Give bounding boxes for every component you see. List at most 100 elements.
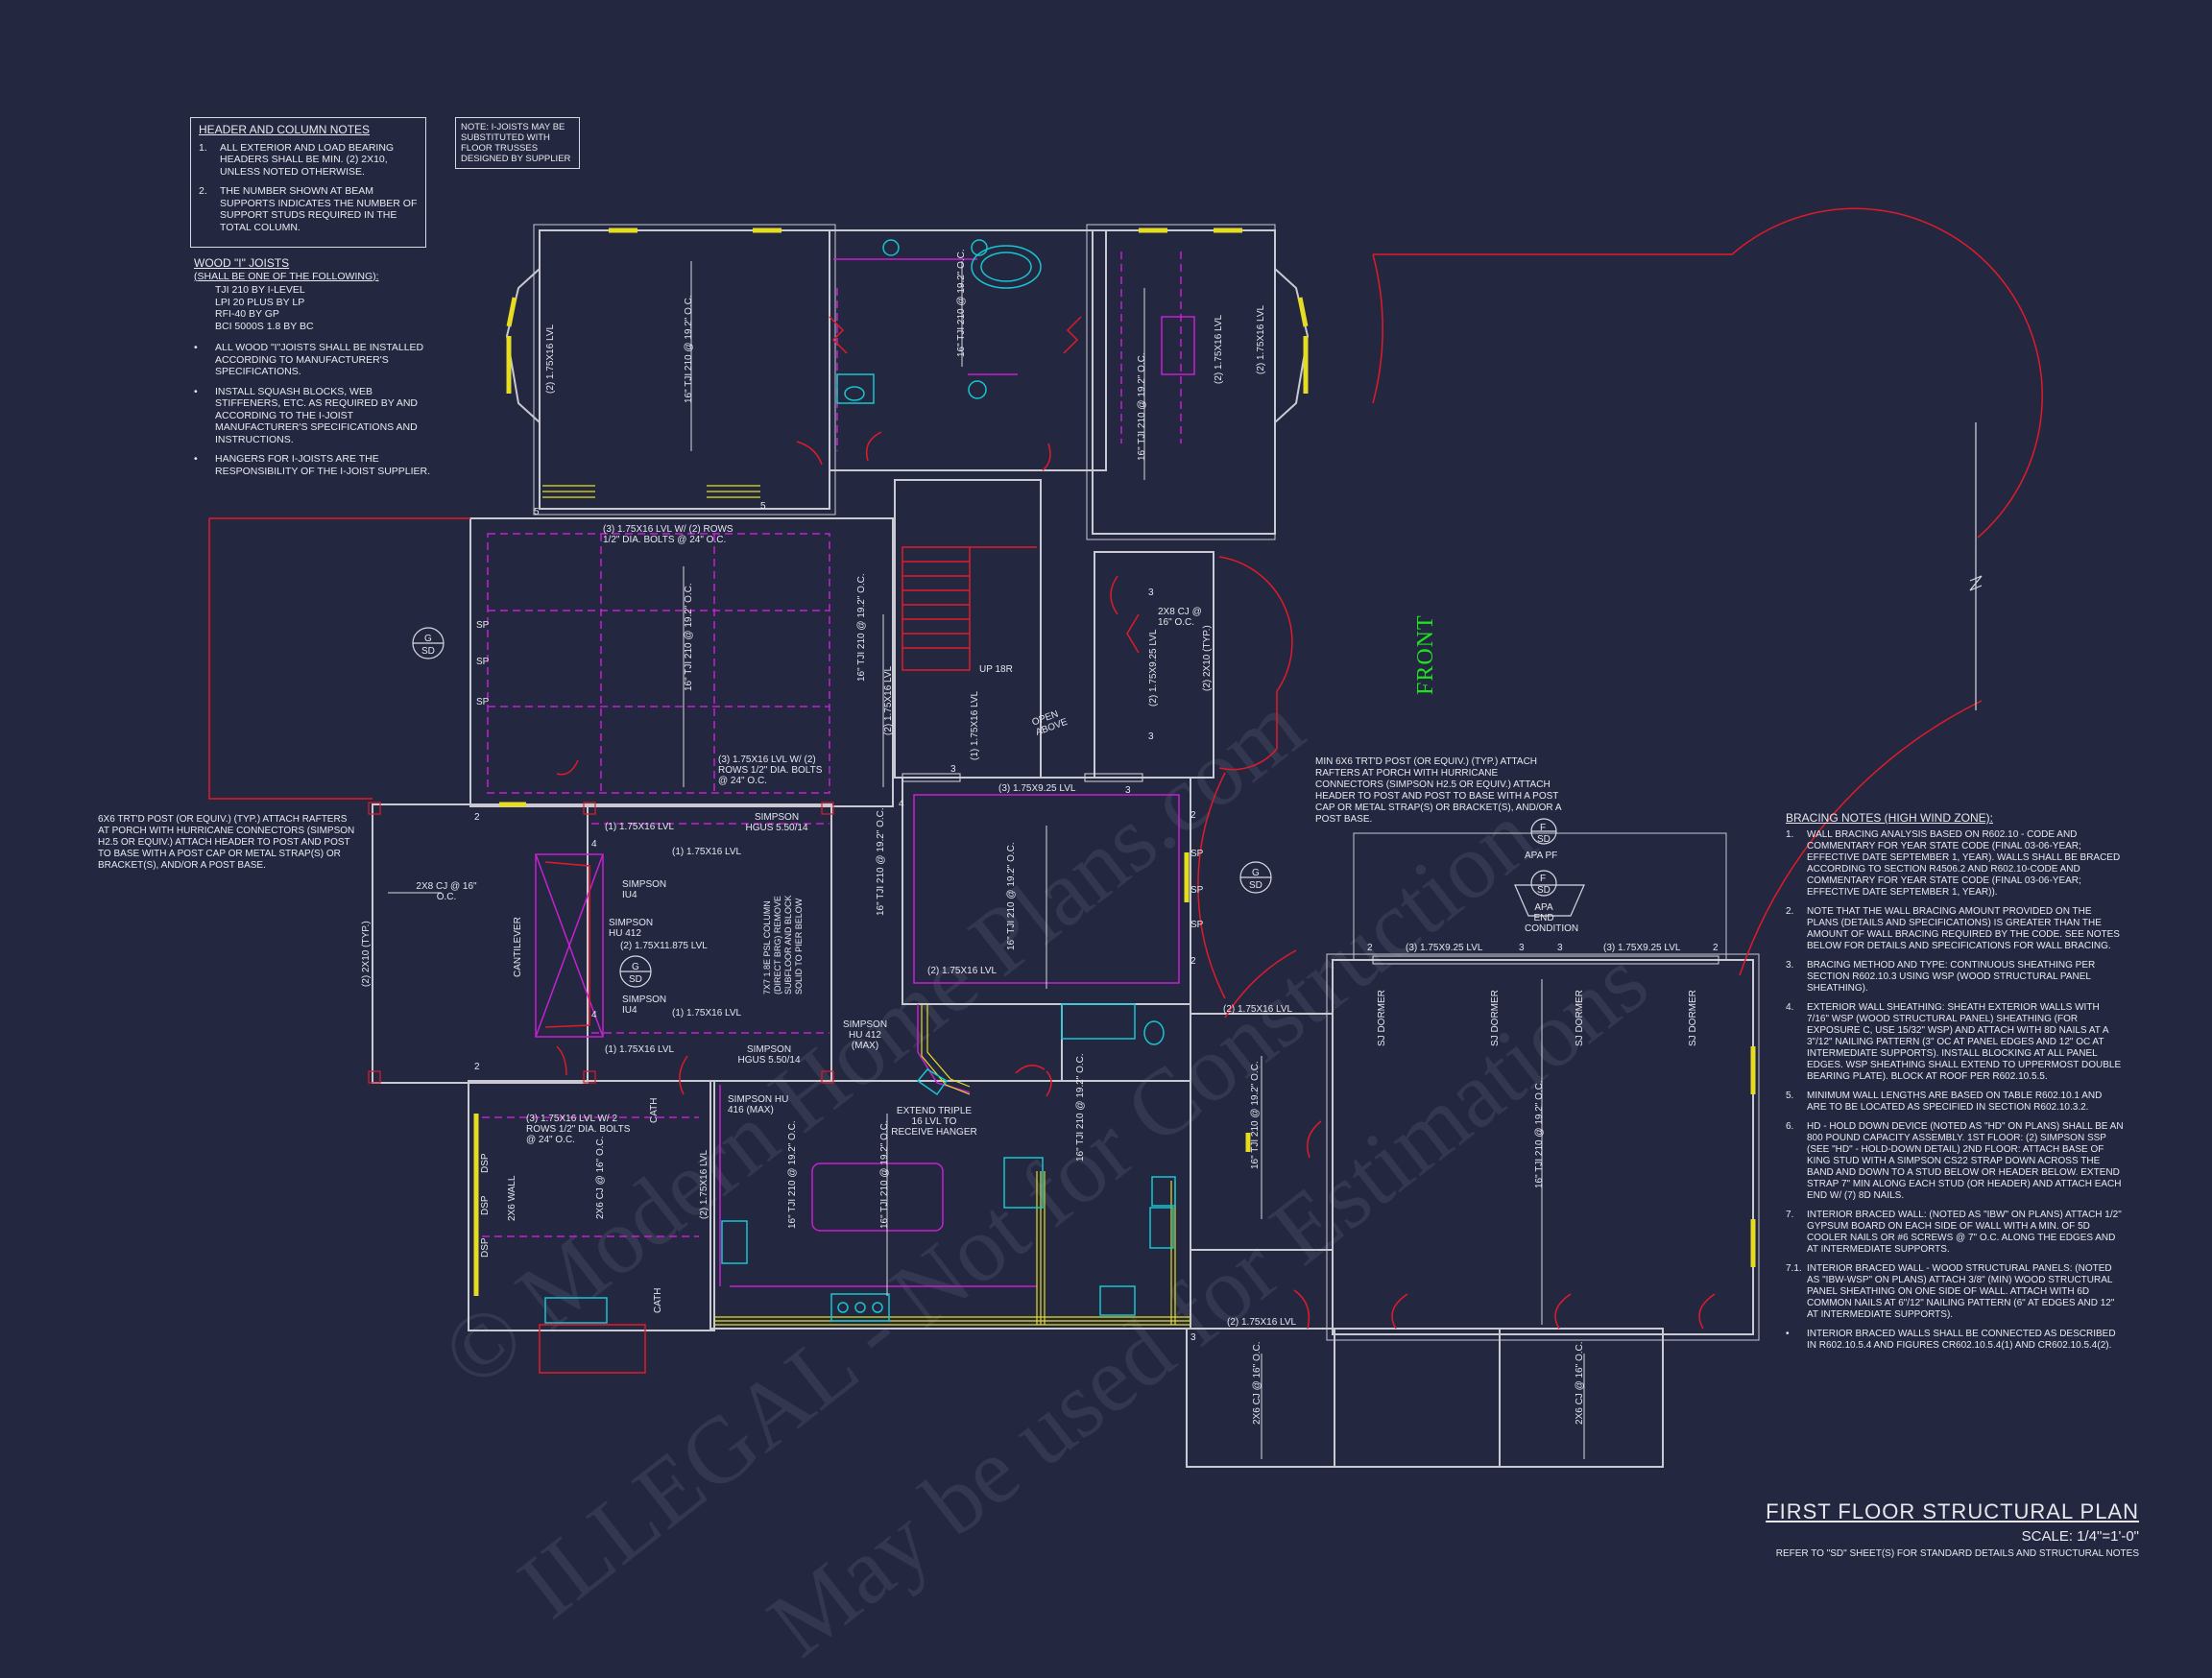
label-post-2x10: (2) 2x10 (TYP.) xyxy=(361,921,372,987)
label-sj-dormer-2: SJ DORMER xyxy=(1490,990,1501,1046)
stud-count-11: 3 xyxy=(1148,731,1154,742)
label-cj-porch: 2x8 CJ @ 16" O.C. xyxy=(416,881,477,902)
wood-joists-subtitle: (SHALL BE ONE OF THE FOLLOWING): xyxy=(194,270,379,282)
label-lvl1-stair: (1) 1.75x16 LVL xyxy=(970,690,980,760)
label-sp-6: SP xyxy=(1190,920,1204,930)
bubble-sd-bottom: SD xyxy=(1537,885,1551,896)
bracing-note-4: 4.EXTERIOR WALL SHEATHING: SHEATH EXTERI… xyxy=(1786,1002,2122,1082)
wood-joists-list: TJI 210 BY I-LEVEL LPI 20 PLUS BY LP RFI… xyxy=(215,284,314,332)
label-tji-great-room: 16" TJI 210 @ 19.2" O.C. xyxy=(684,583,694,691)
plan-reference: REFER TO "SD" SHEET(S) FOR STANDARD DETA… xyxy=(1775,1548,2139,1559)
label-lvl2-bedroom: (2) 1.75x16 LVL xyxy=(545,324,556,394)
label-cj-right-garage: 2x6 CJ @ 16" O.C. xyxy=(1575,1341,1585,1425)
stud-count-2: 2 xyxy=(474,1062,480,1072)
label-lvl2-925: (2) 1.75x9.25 LVL xyxy=(1148,629,1159,707)
label-sp-4: SP xyxy=(1190,849,1204,859)
label-tji-bedroom: 16" TJI 210 @ 19.2" O.C. xyxy=(684,295,694,403)
label-tji-mud: 16" TJI 210 @ 19.2" O.C. xyxy=(1075,1053,1086,1162)
stud-count-16: 3 xyxy=(1190,1332,1196,1343)
wood-joists-bullet-2: •INSTALL SQUASH BLOCKS, WEB STIFFENERS, … xyxy=(194,385,419,445)
label-lvl1-porch-bottom: (1) 1.75x16 LVL xyxy=(605,1044,675,1055)
label-tji-entry: 16" TJI 210 @ 19.2" O.C. xyxy=(1250,1061,1261,1169)
label-up-18r: UP 18R xyxy=(979,664,1013,675)
header-note-1: 1.ALL EXTERIOR AND LOAD BEARING HEADERS … xyxy=(199,141,395,178)
bracing-note-6: 6.HD - HOLD DOWN DEVICE (NOTED AS "HD" O… xyxy=(1786,1121,2124,1201)
label-cantilever: CANTILEVER xyxy=(513,917,523,977)
stud-count-10: 3 xyxy=(1148,587,1154,598)
stud-count-7: 3 xyxy=(1125,785,1131,796)
bubble-f-top: F xyxy=(1540,823,1547,833)
label-simpson-iu4-top: SIMPSON IU4 xyxy=(622,879,667,900)
porch-note-right: MIN 6x6 TRT'D POST (OR EQUIV.) (TYP.) AT… xyxy=(1315,756,1561,825)
label-sp-2: SP xyxy=(476,657,490,667)
label-cj-rear: 2x6 CJ @ 16" O.C. xyxy=(595,1136,606,1219)
stud-count-18: 4 xyxy=(591,1010,597,1020)
stud-count-5: 4 xyxy=(899,799,904,809)
bracing-note-7: 7.INTERIOR BRACED WALL: (NOTED AS "IBW" … xyxy=(1786,1210,2122,1255)
wall-bedroom-upper-right xyxy=(1092,229,1276,535)
ijoist-note: NOTE: I-JOISTS MAY BE SUBSTITUTED WITH F… xyxy=(455,117,580,169)
bracing-notes: BRACING NOTES (HIGH WIND ZONE): 1.WALL B… xyxy=(1786,812,2124,1359)
front-label: FRONT xyxy=(1413,614,1438,695)
bubble-f-bottom: F xyxy=(1540,874,1547,884)
label-apa-end: APA END CONDITION xyxy=(1525,902,1579,934)
label-extend-lvl: EXTEND TRIPLE 16 LVL TO RECEIVE HANGER xyxy=(891,1106,977,1138)
stud-count-6: 3 xyxy=(950,764,956,775)
bubble-g-center: G xyxy=(632,962,639,972)
stud-count-13: 3 xyxy=(1519,943,1525,953)
bubble-sd-top: SD xyxy=(1537,834,1551,845)
stud-count-1: 2 xyxy=(474,812,480,823)
label-simpson-hu412-max: SIMPSON HU 412 (MAX) xyxy=(842,1019,888,1051)
label-cj-left-garage: 2x6 CJ @ 16" O.C. xyxy=(1252,1341,1262,1425)
bracing-note-7-1: 7.1.INTERIOR BRACED WALL - WOOD STRUCTUR… xyxy=(1786,1263,2115,1320)
bubble-g-right: G xyxy=(1252,868,1260,878)
stud-count-14: 3 xyxy=(1557,943,1563,953)
label-dsp-2: DSP xyxy=(480,1195,491,1215)
label-cath-1: CATH xyxy=(649,1097,660,1123)
label-sj-dormer-1: SJ DORMER xyxy=(1377,990,1387,1046)
label-lvl2-right: (2) 1.75x16 LVL xyxy=(1214,314,1224,384)
header-note-2: 2.THE NUMBER SHOWN AT BEAM SUPPORTS INDI… xyxy=(199,185,418,233)
label-sp-1: SP xyxy=(476,620,490,631)
label-tji-hall: 16" TJI 210 @ 19.2" O.C. xyxy=(876,807,886,916)
label-lvl2-far-right: (2) 1.75x16 LVL xyxy=(1256,304,1266,374)
label-tji-kitchen: 16" TJI 210 @ 19.2" O.C. xyxy=(879,1120,890,1229)
label-apa-pf: APA PF xyxy=(1525,851,1558,861)
label-simpson-iu4-bottom: SIMPSON IU4 xyxy=(622,995,667,1016)
stud-count-17: 4 xyxy=(591,839,597,850)
label-lvl2-1875: (2) 1.75x11.875 LVL xyxy=(620,941,708,951)
header-notes-title: HEADER AND COLUMN NOTES xyxy=(199,123,371,136)
stud-count-15: 2 xyxy=(1713,943,1719,953)
label-sp-5: SP xyxy=(1190,885,1204,896)
label-lvl3-925-a: (3) 1.75x9.25 LVL xyxy=(998,783,1076,794)
porch-note-left: 6x6 TRT'D POST (OR EQUIV.) (TYP.) ATTACH… xyxy=(98,814,355,871)
wall-dining xyxy=(902,777,1191,1005)
label-lvl2-garage-front: (2) 1.75x16 LVL xyxy=(1227,1317,1297,1328)
label-lvl-rows-a: (3) 1.75x16 LVL w/ (2) ROWS 1/2" DIA. BO… xyxy=(603,524,733,545)
plan-scale: SCALE: 1/4"=1'-0" xyxy=(2021,1528,2139,1545)
label-lvl1-porch-low: (1) 1.75x16 LVL xyxy=(672,1008,742,1019)
label-lvl2-mud: (2) 1.75x16 LVL xyxy=(1223,1004,1293,1015)
bracing-note-5: 5.MINIMUM WALL LENGTHS ARE BASED ON TABL… xyxy=(1786,1091,2103,1113)
label-2x10-stair: (2) 2x10 (TYP.) xyxy=(1202,625,1213,691)
label-simpson-hgus-top: SIMPSON HGUS 5.50/14 xyxy=(745,812,808,833)
bracing-note-3: 3.BRACING METHOD AND TYPE: CONTINUOUS SH… xyxy=(1786,960,2096,994)
label-2x6-wall: 2x6 WALL xyxy=(507,1175,517,1221)
wood-joists-bullet-1: •ALL WOOD "I"JOISTS SHALL BE INSTALLED A… xyxy=(194,342,424,377)
header-column-notes: HEADER AND COLUMN NOTES 1.ALL EXTERIOR A… xyxy=(190,117,426,248)
bubble-sd-center: SD xyxy=(629,974,642,985)
label-cath-2: CATH xyxy=(653,1287,663,1313)
bubble-g-left: G xyxy=(424,634,432,644)
stud-count-12: 2 xyxy=(1367,943,1373,953)
stud-count-8: 2 xyxy=(1190,810,1196,821)
label-cj-stair: 2x8 CJ @ 16" O.C. xyxy=(1158,607,1202,628)
label-sj-dormer-3: SJ DORMER xyxy=(1575,990,1585,1046)
label-simpson-hu416: SIMPSON HU 416 (MAX) xyxy=(728,1094,789,1115)
stud-count-9: 2 xyxy=(1190,956,1196,967)
label-psl-column: 7x7 1.8E PSL COLUMN (DIRECT BRG) REMOVE … xyxy=(762,895,804,995)
label-dsp-1: DSP xyxy=(480,1153,491,1173)
stud-count-4: 5 xyxy=(760,501,766,512)
label-tji-garage: 16" TJI 210 @ 19.2" O.C. xyxy=(1534,1080,1545,1188)
